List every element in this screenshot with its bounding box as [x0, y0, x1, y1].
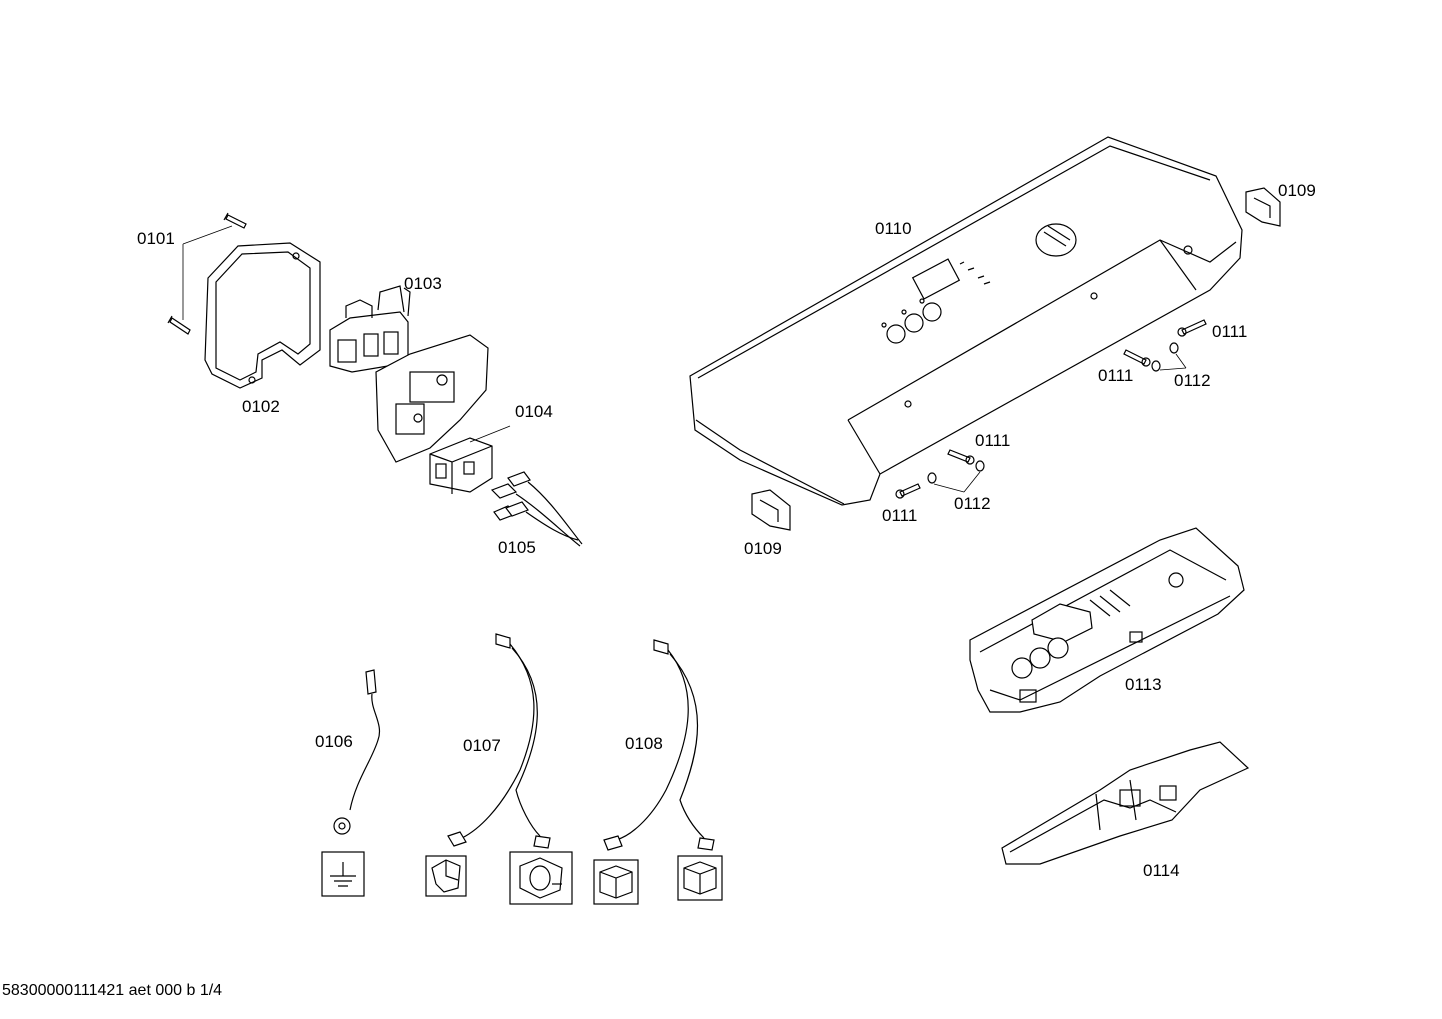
screw-0101-top — [223, 212, 247, 229]
callout-0102: 0102 — [242, 397, 280, 416]
screw-0101-bottom — [167, 315, 191, 335]
housing-cover-0102 — [204, 242, 321, 389]
callout-0111-a: 0111 — [1212, 322, 1248, 341]
rail-bracket-0114 — [1001, 741, 1250, 865]
screw-0111-a — [1177, 319, 1207, 337]
callout-0112-a: 0112 — [1174, 371, 1211, 390]
terminal-block-icon — [677, 855, 723, 901]
switch-0103 — [329, 285, 411, 373]
screw-0111-c — [947, 449, 975, 465]
drawing-reference-footer: 58300000111421 aet 000 b 1/4 — [2, 982, 223, 999]
control-panel-0110 — [689, 136, 1243, 506]
callout-0106: 0106 — [315, 732, 353, 751]
terminal-block-icon — [593, 859, 639, 905]
callout-0101: 0101 — [137, 229, 175, 248]
bracket-0109-right — [1245, 187, 1281, 227]
callout-0114: 0114 — [1143, 861, 1180, 880]
ground-symbol-icon — [321, 851, 365, 897]
motor-connector-icon — [509, 851, 573, 905]
callout-0107: 0107 — [463, 736, 501, 755]
plug-connector-icon — [425, 855, 467, 897]
washer-0112-b — [1151, 360, 1161, 372]
terminal-block-0104 — [429, 425, 511, 494]
callout-0111-b: 0111 — [1098, 366, 1134, 385]
mounting-plate — [375, 334, 489, 463]
washer-0112-c — [975, 460, 985, 472]
callout-0111-d: 0111 — [882, 506, 918, 525]
callout-0108: 0108 — [625, 734, 663, 753]
washer-0112-d — [927, 472, 937, 484]
callout-0111-c: 0111 — [975, 431, 1011, 450]
callout-0104: 0104 — [515, 402, 553, 421]
callout-0113: 0113 — [1125, 675, 1162, 694]
callout-0109-right: 0109 — [1278, 181, 1316, 200]
callout-0103: 0103 — [404, 274, 442, 293]
leader-line-0101 — [182, 225, 233, 320]
bracket-0109-left — [751, 489, 791, 531]
callout-0110: 0110 — [875, 219, 912, 238]
electronic-module-0113 — [969, 527, 1245, 713]
cable-0107 — [447, 633, 551, 849]
callout-0109-left: 0109 — [744, 539, 782, 558]
screw-0111-d — [895, 483, 921, 499]
ground-wire-0106 — [333, 669, 380, 835]
cable-0105 — [490, 471, 583, 547]
cable-0108 — [603, 639, 715, 851]
callout-0105: 0105 — [498, 538, 536, 557]
callout-0112-b: 0112 — [954, 494, 991, 513]
washer-0112-a — [1169, 342, 1179, 354]
screw-0111-b — [1123, 349, 1151, 367]
